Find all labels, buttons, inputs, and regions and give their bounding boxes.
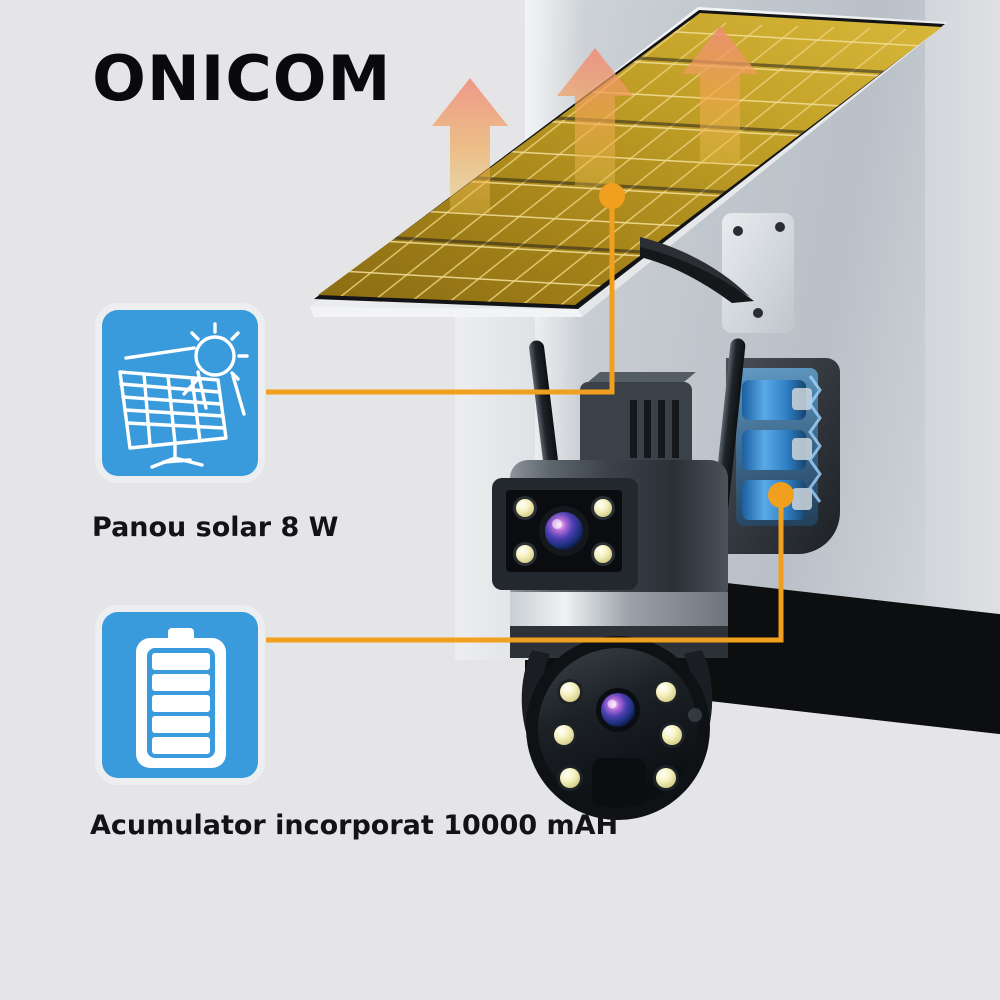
led bbox=[560, 682, 580, 702]
led bbox=[656, 682, 676, 702]
bracket-screw bbox=[733, 226, 743, 236]
energy-arrow bbox=[682, 26, 758, 164]
camera-top-bevel bbox=[588, 372, 696, 382]
led bbox=[594, 545, 612, 563]
led bbox=[516, 499, 534, 517]
solar-panel-icon bbox=[118, 322, 249, 469]
battery-icon bbox=[136, 628, 226, 768]
dome-lens-highlight bbox=[607, 699, 617, 709]
battery-cell bbox=[742, 430, 812, 470]
feature-label-solar: Panou solar 8 W bbox=[92, 512, 339, 543]
upper-lens-module bbox=[492, 478, 638, 590]
battery-segment bbox=[152, 653, 210, 670]
bracket-plate bbox=[722, 213, 794, 333]
dome-led-array bbox=[551, 679, 685, 791]
led bbox=[656, 768, 676, 788]
ir-sensor-panel bbox=[592, 758, 646, 806]
dome-sensor-dot bbox=[688, 708, 702, 722]
battery-segment bbox=[152, 695, 210, 712]
battery-segments bbox=[152, 653, 210, 754]
led bbox=[516, 545, 534, 563]
feature-badge-solar[interactable] bbox=[102, 310, 258, 476]
panel-stand-base bbox=[150, 456, 204, 469]
wall-mount-bracket bbox=[640, 213, 794, 333]
battery-cell bbox=[742, 380, 812, 420]
bracket-screw bbox=[753, 308, 763, 318]
ptz-camera bbox=[470, 330, 820, 850]
sun-icon bbox=[194, 335, 236, 377]
led bbox=[594, 499, 612, 517]
energy-arrow bbox=[432, 78, 508, 213]
lens-highlight bbox=[552, 519, 562, 529]
battery-segment bbox=[152, 737, 210, 754]
led bbox=[560, 768, 580, 788]
feature-label-battery: Acumulator incorporat 10000 mAH bbox=[90, 810, 619, 841]
vent-fins bbox=[630, 400, 679, 458]
battery-segment bbox=[152, 674, 210, 691]
brand-logo: ONICOM bbox=[92, 42, 392, 115]
energy-arrow bbox=[557, 48, 633, 186]
camera-lens bbox=[545, 512, 583, 550]
bracket-screw bbox=[775, 222, 785, 232]
energy-arrows bbox=[430, 18, 790, 218]
battery-segment bbox=[152, 716, 210, 733]
bracket-arm-shadow bbox=[640, 247, 754, 303]
feature-badge-battery[interactable] bbox=[102, 612, 258, 778]
dome-camera-lens bbox=[601, 693, 635, 727]
battery-wiring bbox=[808, 375, 822, 503]
camera-silver-band bbox=[510, 592, 728, 628]
led bbox=[662, 725, 682, 745]
led bbox=[554, 725, 574, 745]
